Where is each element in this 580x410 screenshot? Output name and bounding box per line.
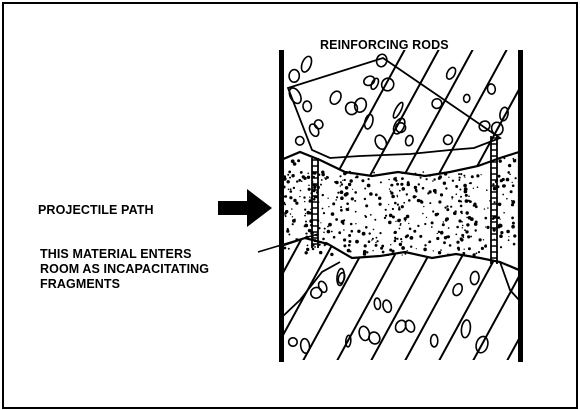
aggregate-stones: [287, 53, 509, 354]
fragments-leader-line: [257, 233, 319, 253]
fractured-zone: [281, 150, 519, 272]
upper-crack: [286, 57, 502, 159]
projectile-arrow-icon: [218, 189, 272, 227]
wall-face-right: [518, 50, 523, 362]
wall-face-left: [279, 50, 284, 362]
concrete-wall-section: [281, 50, 519, 360]
projectile-path-label: PROJECTILE PATH: [38, 203, 154, 217]
reinforcing-rods: [311, 136, 498, 264]
fragments-label-line2: ROOM AS INCAPACITATING: [40, 262, 210, 276]
fragments-label-line3: FRAGMENTS: [40, 277, 121, 291]
rod-ties: [312, 137, 497, 259]
reinforcing-rods-label: REINFORCING RODS: [320, 38, 449, 52]
fragments-label-line1: THIS MATERIAL ENTERS: [40, 247, 192, 261]
lower-crack: [281, 261, 519, 319]
